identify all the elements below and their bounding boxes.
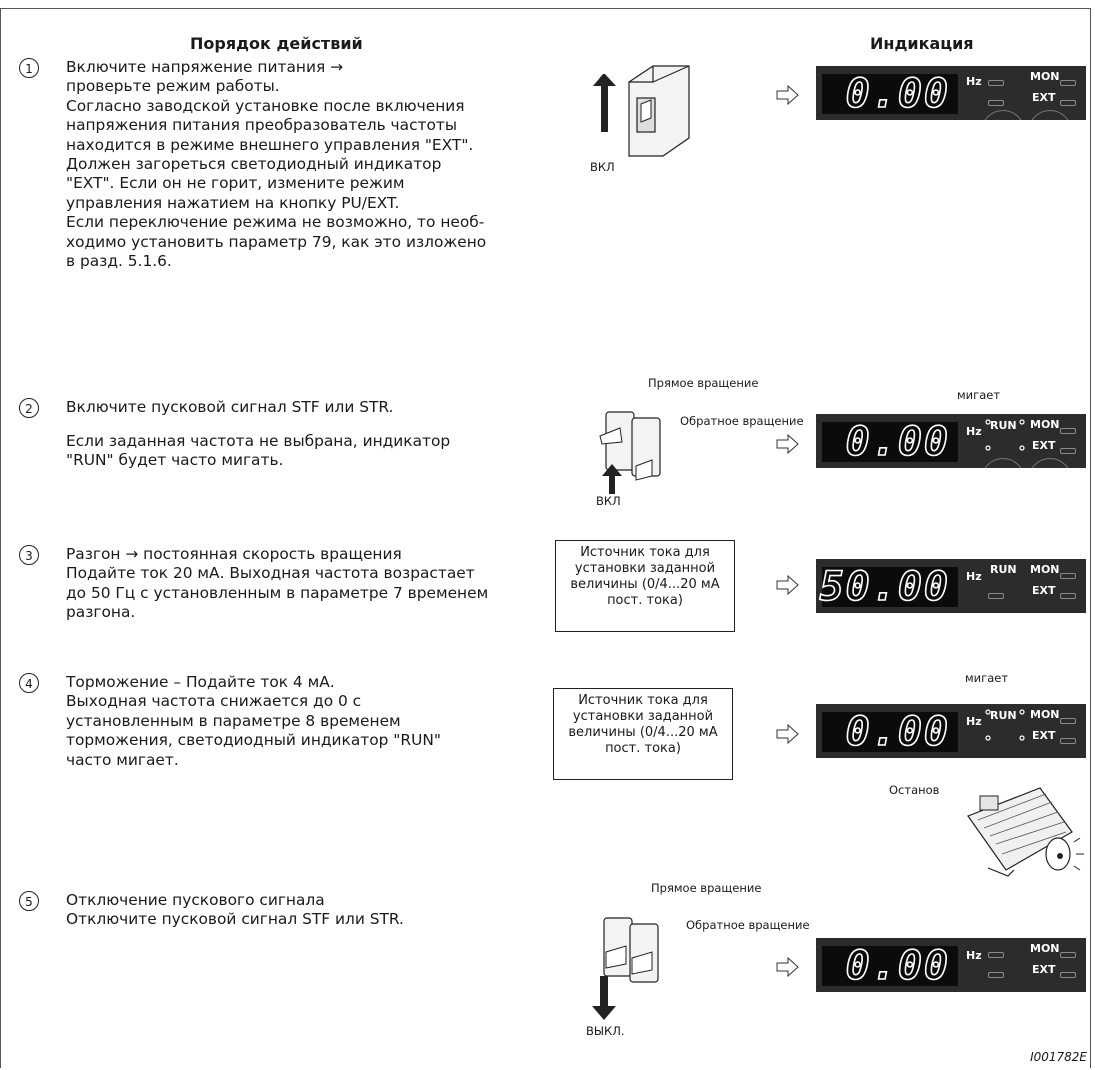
step-number: 3 — [19, 545, 39, 565]
ext-label: EXT — [1032, 729, 1056, 742]
run-led — [988, 100, 1004, 106]
hz-label: Hz — [966, 715, 982, 728]
frequency-readout: 0.00 — [845, 942, 950, 990]
blink-rays-icon — [985, 709, 1025, 741]
frequency-readout: 0.00 — [845, 708, 950, 756]
step-number: 2 — [19, 398, 39, 418]
blink-rays-icon — [985, 419, 1025, 451]
label-on: ВКЛ — [596, 494, 621, 508]
ext-label: EXT — [1032, 963, 1056, 976]
knob — [1028, 458, 1072, 468]
inverter-display: 50.00 Hz RUN MON EXT — [816, 559, 1086, 613]
inverter-display: 0.00 Hz MON EXT — [816, 938, 1086, 992]
frequency-readout: 50.00 — [819, 563, 950, 611]
start-switch-off-icon — [592, 917, 659, 1020]
label-reverse: Обратное вращение — [680, 414, 804, 428]
current-source-box: Источник тока для установки заданной вел… — [553, 688, 733, 780]
label-on: ВКЛ — [590, 160, 615, 174]
ext-label: EXT — [1032, 439, 1056, 452]
ext-label: EXT — [1032, 584, 1056, 597]
step-1-text: Включите напряжение питания → проверьте … — [66, 58, 487, 271]
power-switch-icon — [593, 65, 690, 157]
run-label: RUN — [990, 563, 1017, 576]
frequency-readout: 0.00 — [845, 70, 950, 118]
mon-led — [1060, 718, 1076, 724]
pu-led — [1060, 100, 1076, 106]
step-number: 5 — [19, 891, 39, 911]
arrow-right-icon — [776, 724, 799, 744]
mon-led — [1060, 573, 1076, 579]
mon-label: MON — [1030, 942, 1060, 955]
mon-label: MON — [1030, 70, 1060, 83]
step-number: 4 — [19, 673, 39, 693]
mon-led — [1060, 428, 1076, 434]
run-label: RUN — [990, 709, 1017, 722]
step-number: 1 — [19, 58, 39, 78]
pu-led — [1060, 972, 1076, 978]
label-forward: Прямое вращение — [648, 376, 759, 390]
step-5-text: Отключение пускового сигнала Отключите п… — [66, 891, 404, 929]
step-3-text: Разгон → постоянная скорость вращения По… — [66, 545, 489, 622]
hz-label: Hz — [966, 949, 982, 962]
step-2-note: Если заданная частота не выбрана, индика… — [66, 432, 451, 470]
arrow-right-icon — [776, 434, 799, 454]
step-4-text: Торможение – Подайте ток 4 мА. Выходная … — [66, 673, 441, 769]
pu-led — [1060, 738, 1076, 744]
label-stop: Останов — [889, 783, 940, 797]
inverter-display: 0.00 Hz RUN MON EXT — [816, 414, 1086, 468]
mon-led — [1060, 80, 1076, 86]
inverter-display: 0.00 Hz RUN MON EXT — [816, 704, 1086, 758]
header-procedure: Порядок действий — [190, 34, 363, 53]
hz-label: Hz — [966, 425, 982, 438]
hz-label: Hz — [966, 570, 982, 583]
knob — [981, 110, 1025, 120]
label-off: ВЫКЛ. — [586, 1024, 625, 1038]
label-blinking: мигает — [957, 388, 1001, 402]
motor-icon — [967, 787, 1084, 877]
knob — [1028, 110, 1072, 120]
label-reverse: Обратное вращение — [686, 918, 810, 932]
step-2-text: Включите пусковой сигнал STF или STR. — [66, 398, 394, 416]
pu-led — [1060, 448, 1076, 454]
run-label: RUN — [990, 419, 1017, 432]
pu-led — [988, 593, 1004, 599]
inverter-display: 0.00 Hz MON EXT — [816, 66, 1086, 120]
arrow-right-icon — [776, 85, 799, 105]
mon-label: MON — [1030, 418, 1060, 431]
label-blinking: мигает — [965, 671, 1009, 685]
page-frame — [0, 8, 1091, 1068]
ext-label: EXT — [1032, 91, 1056, 104]
label-forward: Прямое вращение — [651, 881, 762, 895]
start-switch-icon — [599, 411, 661, 494]
hz-led — [988, 952, 1004, 958]
net-led — [1060, 593, 1076, 599]
mon-label: MON — [1030, 708, 1060, 721]
frequency-readout: 0.00 — [845, 418, 950, 466]
mon-led — [1060, 952, 1076, 958]
current-source-box: Источник тока для установки заданной вел… — [555, 540, 735, 632]
hz-led — [988, 80, 1004, 86]
mon-label: MON — [1030, 563, 1060, 576]
arrow-right-icon — [776, 575, 799, 595]
figure-code: I001782E — [1030, 1050, 1087, 1064]
hz-label: Hz — [966, 75, 982, 88]
header-display: Индикация — [870, 34, 974, 53]
run-led — [988, 972, 1004, 978]
arrow-right-icon — [776, 957, 799, 977]
